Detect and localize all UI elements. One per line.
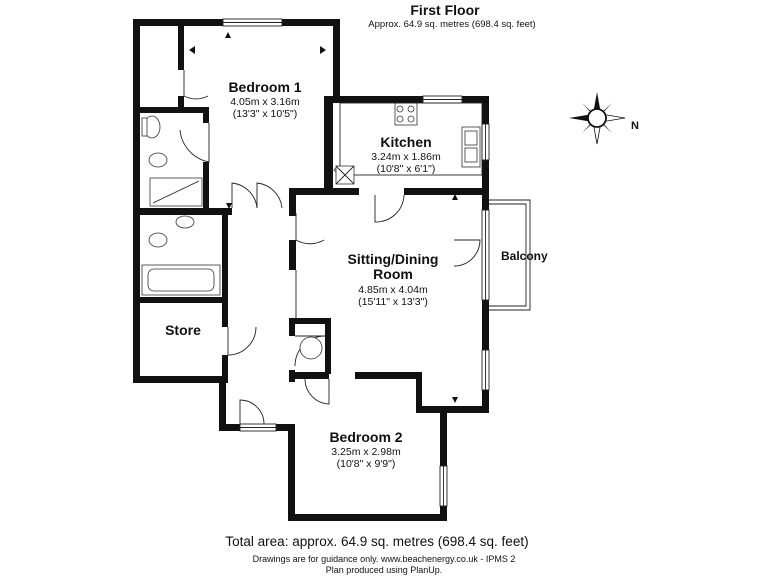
compass-north-label: N: [631, 120, 639, 132]
sitting-dining-metric: 4.85m x 4.04m: [358, 284, 428, 296]
kitchen-fixtures: [335, 102, 483, 185]
kitchen-name: Kitchen: [380, 134, 431, 150]
bedroom-2-imperial: (10'8" x 9'9"): [337, 458, 396, 470]
disclaimer-line-1: Drawings are for guidance only. www.beac…: [253, 554, 516, 564]
bedroom-1-name: Bedroom 1: [228, 79, 301, 95]
plan-subtitle: Approx. 64.9 sq. metres (698.4 sq. feet): [368, 19, 535, 30]
bedroom-2-metric: 3.25m x 2.98m: [331, 446, 401, 458]
room-bedroom-1: Bedroom 1 4.05m x 3.16m (13'3" x 10'5"): [228, 79, 301, 120]
room-sitting-dining: Sitting/Dining Room 4.85m x 4.04m (15'11…: [348, 251, 439, 308]
bedroom-2-name: Bedroom 2: [329, 429, 402, 445]
balcony: [489, 199, 531, 311]
sitting-dining-imperial: (15'11" x 13'3"): [358, 296, 428, 308]
kitchen-metric: 3.24m x 1.86m: [371, 151, 441, 163]
interior-walls: [140, 26, 484, 413]
bedroom-1-imperial: (13'3" x 10'5"): [233, 108, 298, 120]
outer-walls: [133, 19, 489, 521]
store-label: Store: [165, 322, 201, 338]
room-bedroom-2: Bedroom 2 3.25m x 2.98m (10'8" x 9'9"): [329, 429, 402, 470]
sitting-dining-name-line1: Sitting/Dining: [348, 251, 439, 267]
doors: [179, 70, 481, 425]
bathroom-fixtures: [141, 115, 323, 360]
kitchen-imperial: (10'8" x 6'1"): [377, 163, 436, 175]
total-area: Total area: approx. 64.9 sq. metres (698…: [225, 534, 528, 549]
room-kitchen: Kitchen 3.24m x 1.86m (10'8" x 6'1"): [371, 134, 441, 175]
bedroom-1-metric: 4.05m x 3.16m: [230, 96, 300, 108]
compass-icon: N: [569, 92, 639, 145]
balcony-label: Balcony: [501, 249, 548, 263]
disclaimer-line-2: Plan produced using PlanUp.: [326, 565, 443, 575]
sitting-dining-name-line2: Room: [373, 266, 413, 282]
plan-title: First Floor: [410, 2, 480, 18]
